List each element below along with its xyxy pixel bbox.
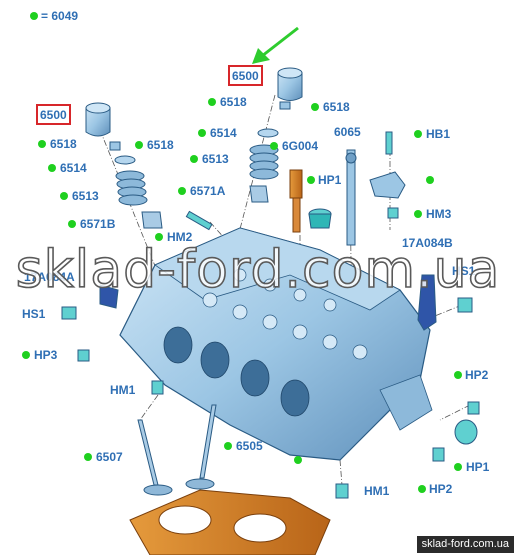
head-gasket: [129, 489, 331, 555]
part-label-17a084b[interactable]: 17A084B: [402, 236, 453, 250]
dot-hp1-bottom: [454, 463, 462, 471]
dot-6513-1: [60, 192, 68, 200]
watermark: sklad-ford.com.ua: [15, 239, 501, 301]
dot-6518-2: [135, 141, 143, 149]
part-label-6505[interactable]: 6505: [236, 439, 263, 453]
part-label-6513-2[interactable]: 6513: [202, 152, 229, 166]
fuel-injector: [289, 169, 303, 233]
dot-hp2-bottom: [418, 485, 426, 493]
cylinder-head: [119, 227, 433, 461]
part-label-6500-left[interactable]: 6500: [36, 104, 71, 125]
dot-hp3: [22, 351, 30, 359]
part-label-17a084a[interactable]: 17A084A: [24, 270, 75, 284]
dot-6507: [84, 453, 92, 461]
dot-hp1-top: [307, 176, 315, 184]
part-label-hm1-bottom[interactable]: HM1: [364, 484, 390, 498]
dot-hb1: [414, 130, 422, 138]
part-label-6514-2[interactable]: 6514: [210, 126, 237, 140]
dot-6518-4: [311, 103, 319, 111]
part-label-6571b[interactable]: 6571B: [80, 217, 116, 231]
part-label-6518-1[interactable]: 6518: [50, 137, 77, 151]
part-label-6518-2[interactable]: 6518: [147, 138, 174, 152]
left-valve-train: [85, 102, 163, 229]
part-label-hp3[interactable]: HP3: [34, 348, 58, 362]
part-label-6518-4[interactable]: 6518: [323, 100, 350, 114]
legend-dot: [30, 12, 38, 20]
part-label-6065[interactable]: 6065: [334, 125, 361, 139]
pointer-arrow: [252, 26, 299, 64]
dot-hp2-right: [454, 371, 462, 379]
part-label-hb1[interactable]: HB1: [426, 127, 451, 141]
dot-center-lower: [294, 456, 302, 464]
part-label-hs1-right[interactable]: HS1: [452, 264, 476, 278]
seal-hp1: [308, 208, 332, 229]
part-label-hm1-left[interactable]: HM1: [110, 383, 136, 397]
dot-6518-1: [38, 140, 46, 148]
part-label-hp1-bottom[interactable]: HP1: [466, 460, 490, 474]
dot-6571a: [178, 187, 186, 195]
part-label-hm2[interactable]: HM2: [167, 230, 193, 244]
tube-6065: [345, 149, 357, 246]
dot-6g004: [270, 142, 278, 150]
part-label-6571a[interactable]: 6571A: [190, 184, 226, 198]
part-label-6518-3[interactable]: 6518: [220, 95, 247, 109]
valves: [137, 404, 217, 496]
part-label-hp2-bottom[interactable]: HP2: [429, 482, 453, 496]
center-valve-train: [249, 67, 303, 203]
part-label-hs1-left[interactable]: HS1: [22, 307, 46, 321]
dot-hm3: [414, 210, 422, 218]
footer-badge: sklad-ford.com.ua: [416, 536, 514, 553]
part-label-6514-1[interactable]: 6514: [60, 161, 87, 175]
part-label-hp2-right[interactable]: HP2: [465, 368, 489, 382]
dot-hm2: [155, 233, 163, 241]
part-label-6g004[interactable]: 6G004: [282, 139, 319, 153]
dot-6514-1: [48, 164, 56, 172]
part-label-6500-center[interactable]: 6500: [228, 65, 263, 86]
dot-6514-2: [198, 129, 206, 137]
dot-6513-2: [190, 155, 198, 163]
dot-6505: [224, 442, 232, 450]
part-label-hp1-top[interactable]: HP1: [318, 173, 342, 187]
dot-bracket: [426, 176, 434, 184]
part-label-6507[interactable]: 6507: [96, 450, 123, 464]
dot-6571b: [68, 220, 76, 228]
legend-text: = 6049: [41, 9, 79, 23]
part-label-6513-1[interactable]: 6513: [72, 189, 99, 203]
part-label-hm3[interactable]: HM3: [426, 207, 452, 221]
dot-6518-3: [208, 98, 216, 106]
right-hardware: [61, 131, 480, 499]
